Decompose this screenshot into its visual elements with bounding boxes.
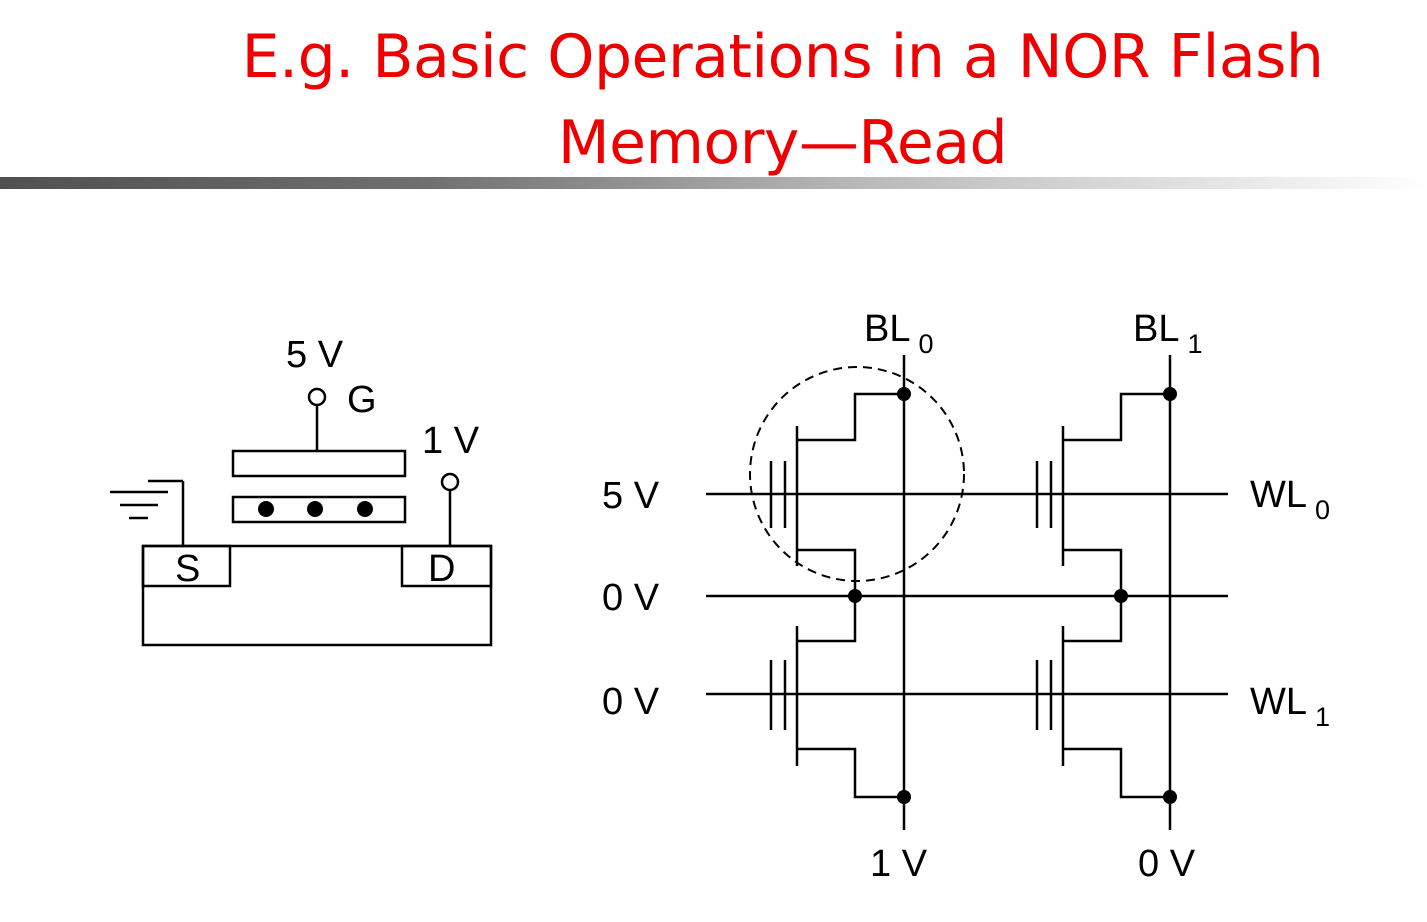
gate-label: G [347,379,377,421]
transistor-cell [1035,392,1170,596]
ground-icon [110,490,168,520]
flash-cell-diagram [110,387,493,647]
gate-voltage-label: 5 V [286,334,344,376]
electron-icon [357,501,373,517]
electron-icon [307,501,323,517]
source-line-voltage: 0 V [602,577,660,619]
gate-terminal-icon [307,387,327,407]
floating-gate [231,495,407,524]
bitline-1-voltage: 0 V [1138,843,1196,885]
source-label: S [175,548,200,590]
drain-terminal-icon [440,472,460,492]
wordline-1-voltage: 0 V [602,681,660,723]
wordline-0-voltage: 5 V [602,475,660,517]
slide-title-line2: Memory—Read [557,108,1008,178]
drain-voltage-label: 1 V [422,420,480,462]
stored-electrons [258,501,373,517]
junction-dot [1163,790,1177,804]
drain-label: D [428,548,455,590]
junction-dot [1163,387,1177,401]
source-region [141,544,232,588]
junction-dot [848,589,862,603]
bitline-0-voltage: 1 V [870,843,928,885]
junction-dots [848,387,1177,804]
slide-title: E.g. Basic Operations in a NOR Flash Mem… [0,14,1427,186]
selected-cell-highlight [749,366,965,582]
junction-dot [897,387,911,401]
electron-icon [258,501,274,517]
control-gate [231,449,407,478]
transistor-cell [769,596,904,799]
drain-region [400,544,493,588]
title-divider [0,177,1427,189]
transistor-cell [769,392,904,596]
nor-array-diagram [706,355,1228,830]
junction-dot [897,790,911,804]
slide-title-line1: E.g. Basic Operations in a NOR Flash [241,22,1324,92]
junction-dot [1114,589,1128,603]
transistor-cell [1035,596,1170,799]
substrate [141,544,493,647]
